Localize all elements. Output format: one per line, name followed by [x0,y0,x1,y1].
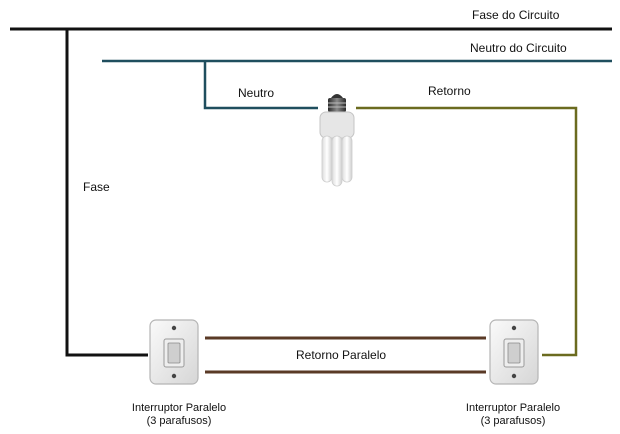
switch-label-right-line2: (3 parafusos) [480,415,546,427]
switch-label-right: Interruptor Paralelo (3 parafusos) [438,402,588,428]
label-retorno-paralelo: Retorno Paralelo [296,348,387,362]
cfl-bulb-icon [319,94,355,187]
retorno-wire [356,106,578,357]
wall-switch-icon [489,319,539,385]
wall-switch-icon [149,319,199,385]
neutro-wire [102,59,612,110]
fase-wire [10,27,612,357]
label-neutro-do-circuito: Neutro do Circuito [470,41,567,55]
switch-label-right-line1: Interruptor Paralelo [465,402,561,414]
label-fase-do-circuito: Fase do Circuito [472,8,560,22]
retorno-paralelo-wires [205,336,486,374]
label-fase: Fase [83,180,110,194]
label-neutro: Neutro [238,86,275,100]
switch-label-left-line1: Interruptor Paralelo [131,402,227,414]
switch-label-left-line2: (3 parafusos) [146,415,212,427]
label-retorno: Retorno [428,84,471,98]
switch-label-left: Interruptor Paralelo (3 parafusos) [104,402,254,428]
